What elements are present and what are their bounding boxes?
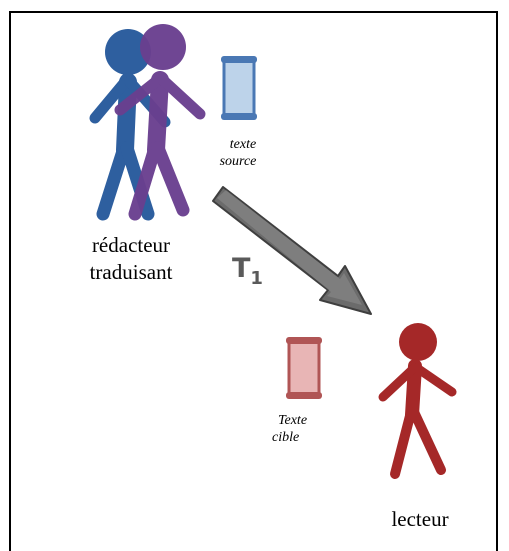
writer-label-line-1: rédacteur [91, 233, 171, 257]
source-label: texte source [203, 136, 273, 170]
target-label-line-2: cible [272, 430, 300, 445]
source-document-icon [221, 56, 257, 120]
target-label-line-1: Texte [278, 413, 308, 428]
arrow-label-subscript: 1 [250, 268, 263, 289]
arrow-label: T1 [232, 253, 263, 289]
translation-arrow [212, 186, 372, 315]
target-label: Texte cible [272, 412, 332, 446]
diagram-canvas [89, 24, 457, 479]
writer-figure-purple [114, 24, 206, 221]
target-document-icon [286, 337, 322, 399]
writer-label-line-2: traduisant [89, 260, 173, 284]
reader-label: lecteur [391, 507, 449, 531]
source-label-line-1: texte [229, 137, 257, 152]
writer-label: rédacteur traduisant [66, 232, 196, 286]
reader-figure [378, 323, 457, 479]
source-label-line-2: source [219, 154, 257, 169]
arrow-label-letter: T [232, 253, 251, 284]
